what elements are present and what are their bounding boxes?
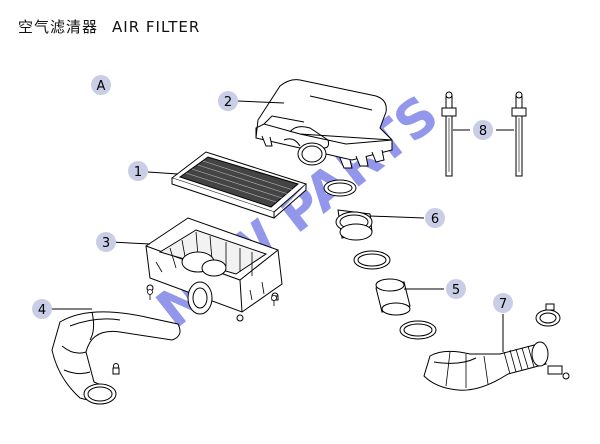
- air-intake-duct: [51, 311, 181, 405]
- callout-A: A: [91, 75, 111, 95]
- svg-text:4: 4: [38, 303, 46, 318]
- callout-8: 8: [473, 120, 493, 140]
- clip-right: [511, 91, 527, 177]
- svg-text:A: A: [97, 79, 106, 94]
- title-chinese: 空气滤清器: [18, 18, 99, 36]
- intake-sleeve: [375, 278, 437, 340]
- callout-3: 3: [96, 232, 116, 252]
- svg-text:5: 5: [452, 283, 460, 298]
- air-filter-cover: [255, 79, 393, 169]
- svg-text:3: 3: [102, 236, 110, 251]
- callout-5: 5: [446, 279, 466, 299]
- svg-text:6: 6: [431, 212, 439, 227]
- callout-2: 2: [218, 91, 238, 111]
- leader-lines: [52, 100, 514, 352]
- svg-text:1: 1: [134, 165, 142, 180]
- clip-left: [441, 91, 457, 177]
- intake-hose-coupler: [323, 179, 391, 270]
- callout-1: 1: [128, 161, 148, 181]
- callout-7: 7: [493, 293, 513, 313]
- page-title: 空气滤清器 AIR FILTER: [18, 16, 200, 37]
- mounting-bolts: [147, 289, 277, 306]
- air-filter-housing: [145, 217, 283, 322]
- svg-text:8: 8: [479, 124, 487, 139]
- callout-6: 6: [425, 208, 445, 228]
- svg-text:2: 2: [224, 95, 232, 110]
- svg-text:7: 7: [499, 297, 507, 312]
- filter-element: [170, 151, 307, 219]
- title-english: AIR FILTER: [112, 18, 201, 36]
- corrugated-intake-hose: [423, 303, 570, 391]
- callout-4: 4: [32, 299, 52, 319]
